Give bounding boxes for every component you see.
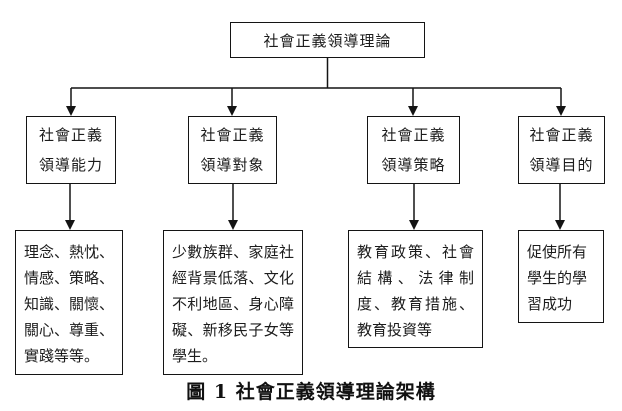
detail-text-line: 教育投資等 [357, 321, 433, 339]
detail-text-line: 理念、熱忱、 [24, 243, 115, 261]
detail-capability-box: 理念、熱忱、 情感、策略、 知識、關懷、 關心、尊重、 實踐等等。 [15, 230, 123, 375]
detail-text-line: 情感、策略、 [24, 269, 115, 287]
arrowhead-detail4 [555, 220, 565, 230]
branch-strategy-box: 社會正義 領導策略 [367, 116, 460, 184]
arrowhead-detail1 [65, 220, 75, 230]
root-node-label: 社會正義領導理論 [263, 31, 392, 50]
arrowhead-detail2 [228, 220, 238, 230]
detail-purpose-box: 促使所有 學生的學 習成功 [518, 230, 604, 323]
detail-text-line: 少數族群、家庭社 [172, 243, 294, 261]
detail-text-line: 學生。 [172, 347, 218, 365]
detail-text-line: 不利地區、身心障 [172, 295, 294, 313]
branch-title-line: 社會正義 [381, 126, 446, 144]
detail-text-line: 實踐等等。 [24, 347, 100, 365]
branch-title-line: 社會正義 [38, 126, 103, 144]
arrowhead-branch3 [408, 106, 418, 116]
branch-target-box: 社會正義 領導對象 [188, 116, 277, 184]
root-node-box: 社會正義領導理論 [230, 22, 425, 58]
branch-capability-box: 社會正義 領導能力 [26, 116, 116, 184]
arrowhead-branch1 [66, 106, 76, 116]
branch-title-line: 社會正義 [200, 126, 265, 144]
detail-text-line: 結構、法律制 [357, 269, 474, 287]
detail-text-line: 教育政策、社會 [357, 243, 474, 261]
detail-text-line: 礙、新移民子女等 [172, 321, 294, 339]
detail-text-line: 促使所有 [527, 243, 588, 261]
detail-text-line: 知識、關懷、 [24, 295, 115, 313]
arrowhead-branch2 [227, 106, 237, 116]
detail-strategy-box: 教育政策、社會 結構、法律制 度、教育措施、 教育投資等 [348, 230, 483, 348]
detail-text-line: 習成功 [527, 295, 573, 313]
arrowhead-branch4 [556, 106, 566, 116]
branch-title-line: 領導能力 [38, 156, 103, 174]
detail-text-line: 經背景低落、文化 [172, 269, 294, 287]
branch-purpose-box: 社會正義 領導目的 [518, 116, 605, 184]
branch-title-line: 領導策略 [381, 156, 446, 174]
detail-text-line: 度、教育措施、 [357, 295, 474, 313]
detail-text-line: 關心、尊重、 [24, 321, 115, 339]
arrowhead-detail3 [409, 220, 419, 230]
branch-title-line: 領導目的 [529, 156, 594, 174]
branch-title-line: 領導對象 [200, 156, 265, 174]
figure-caption: 圖 1 社會正義領導理論架構 [186, 381, 436, 403]
detail-target-box: 少數族群、家庭社 經背景低落、文化 不利地區、身心障 礙、新移民子女等 學生。 [163, 230, 303, 375]
detail-text-line: 學生的學 [527, 269, 588, 287]
branch-title-line: 社會正義 [529, 126, 594, 144]
